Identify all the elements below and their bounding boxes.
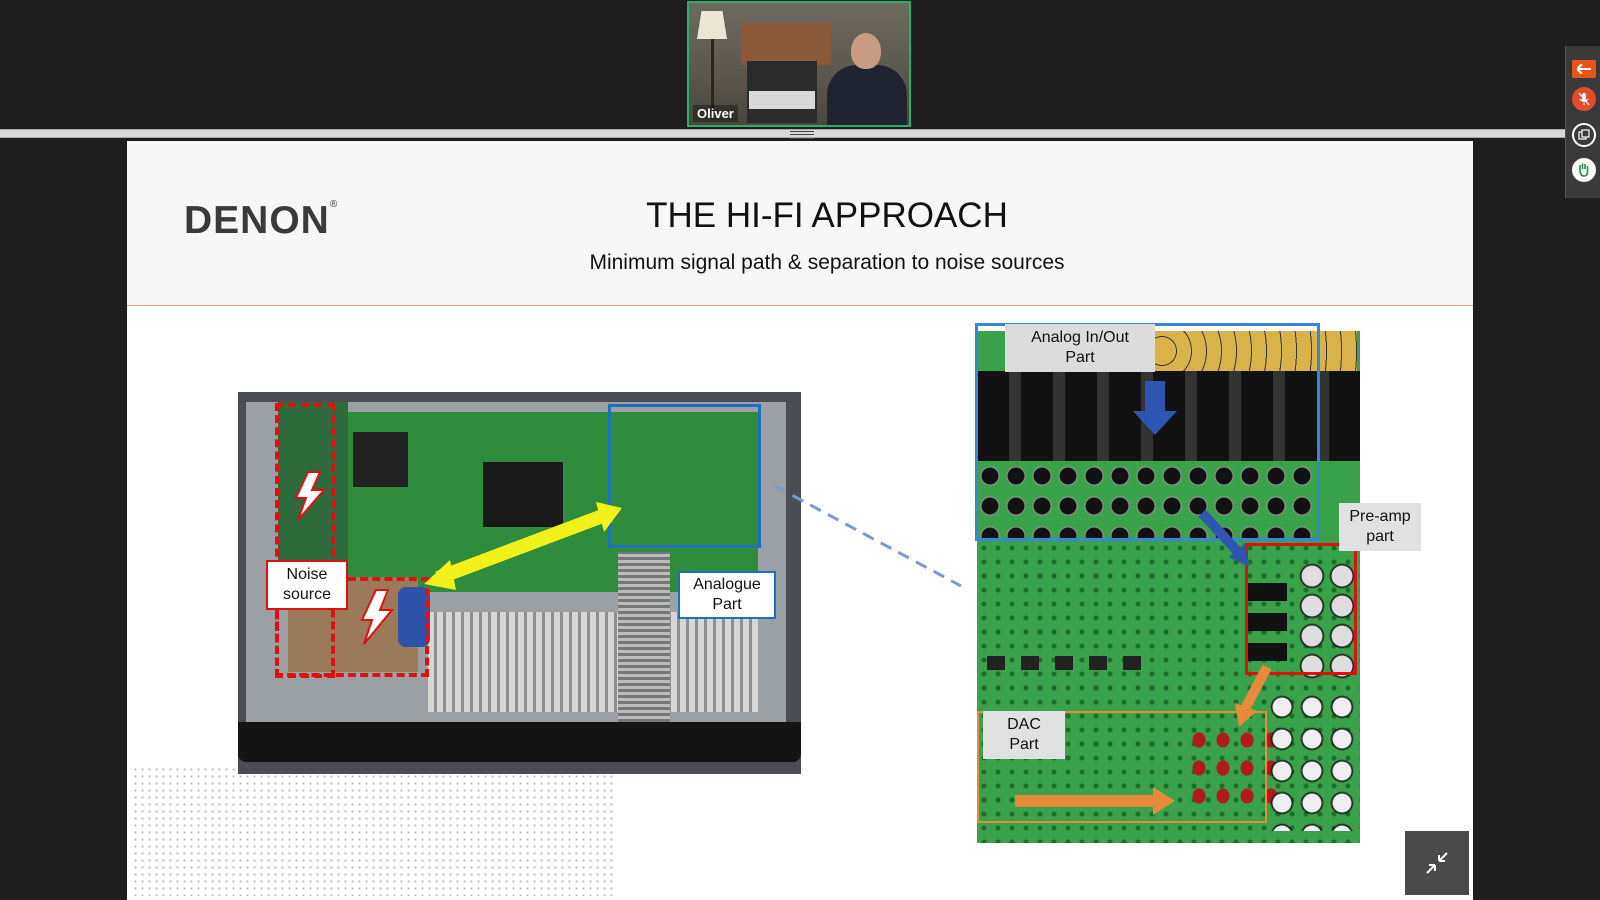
amplifier-heatsink	[428, 612, 758, 712]
coil	[398, 587, 430, 647]
presenter-body	[827, 65, 907, 125]
preamp-line2: part	[1366, 528, 1394, 545]
heatsink	[353, 432, 408, 487]
exit-fullscreen-icon	[1426, 852, 1448, 874]
annotation-overlay	[1015, 381, 1272, 815]
preamp-region	[1245, 543, 1357, 675]
analogue-label-line2: Part	[712, 596, 742, 613]
slide-subtitle: Minimum signal path & separation to nois…	[589, 251, 1065, 274]
dac-capacitors	[1187, 726, 1277, 816]
microphone-muted-icon[interactable]	[1572, 87, 1596, 111]
dac-chip-row	[987, 656, 1147, 670]
resize-grip-icon[interactable]	[790, 131, 814, 139]
denon-logo: DENON®	[184, 199, 338, 243]
background-shelf	[741, 23, 831, 65]
blue-diagonal-arrow	[1198, 509, 1243, 557]
analogue-label-line1: Analogue	[693, 576, 761, 593]
registered-mark: ®	[329, 199, 339, 210]
noise-region-lower	[275, 577, 429, 677]
presenter-video-tile[interactable]: Oliver	[687, 1, 911, 127]
lamp-shade	[697, 11, 727, 39]
blue-down-arrow	[1133, 411, 1177, 435]
side-toolbar	[1565, 46, 1600, 198]
slide-header: DENON® THE HI-FI APPROACH Minimum signal…	[127, 141, 1473, 306]
noise-source-label: Noise source	[266, 560, 348, 610]
orange-diagonal-arrow	[1240, 664, 1272, 712]
preamp-chips	[1247, 571, 1287, 661]
dac-line1: DAC	[1007, 716, 1041, 733]
presentation-slide: DENON® THE HI-FI APPROACH Minimum signal…	[127, 141, 1473, 900]
noise-label-line2: source	[282, 586, 332, 603]
logo-text: DENON	[184, 199, 330, 242]
zoom-connector	[774, 484, 962, 588]
analogue-part-label: Analogue Part	[678, 571, 776, 619]
preamp-label: Pre-amp part	[1339, 503, 1421, 551]
decorative-dot-grid	[132, 766, 617, 896]
arrow-head-left	[424, 560, 456, 590]
dac-label: DAC Part	[983, 711, 1065, 759]
analog-io-label: Analog In/Out Part	[1005, 324, 1155, 372]
annotation-overlay	[294, 471, 622, 645]
gold-rca-connectors	[1137, 331, 1357, 371]
raise-hand-icon[interactable]	[1572, 158, 1596, 182]
front-panel	[238, 722, 801, 762]
arrow-left-icon[interactable]	[1572, 60, 1596, 78]
presenter-head	[851, 33, 881, 69]
heatsink	[483, 462, 563, 527]
analogue-region	[608, 404, 761, 548]
analog-io-line1: Analog In/Out	[1031, 329, 1129, 346]
exit-fullscreen-button[interactable]	[1405, 831, 1469, 895]
output-capacitors	[1267, 691, 1357, 831]
slide-title: THE HI-FI APPROACH	[646, 196, 1008, 235]
analog-io-line2: Part	[1065, 349, 1095, 366]
arrow-head-right	[596, 502, 622, 532]
yellow-double-arrow	[435, 507, 611, 585]
preamp-line1: Pre-amp	[1349, 508, 1411, 525]
dac-region	[977, 711, 1267, 823]
ribbon-cable	[618, 552, 670, 722]
lightning-bolt-icon	[294, 471, 327, 521]
preamp-capacitors	[1297, 561, 1357, 681]
receiver-interior-photo: Noise source Analogue Part	[238, 392, 801, 774]
participant-name: Oliver	[693, 105, 738, 122]
lamp-pole	[711, 39, 714, 119]
capacitor-array	[977, 461, 1317, 541]
pcb-closeup-photo: Analog In/Out Part Pre-amp part DAC Part	[975, 323, 1421, 843]
lightning-bolt-icon	[360, 589, 395, 645]
receiver-unit	[749, 91, 815, 109]
screen-share-icon[interactable]	[1572, 123, 1596, 147]
noise-label-line1: Noise	[286, 566, 328, 583]
video-resize-divider[interactable]	[0, 129, 1600, 139]
dac-line2: Part	[1009, 736, 1039, 753]
